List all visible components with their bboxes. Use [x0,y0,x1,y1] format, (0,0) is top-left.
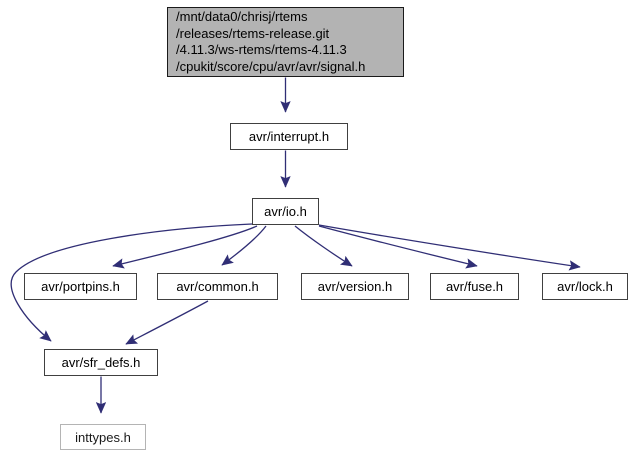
node-io[interactable]: avr/io.h [252,198,319,225]
node-label-interrupt: avr/interrupt.h [248,129,330,144]
edge-io-to-sfr_defs [10,223,253,342]
edge-io-to-common [221,225,267,266]
node-label-inttypes: inttypes.h [75,429,131,445]
node-fuse[interactable]: avr/fuse.h [430,273,519,300]
node-label-common: avr/common.h [176,279,259,294]
node-inttypes[interactable]: inttypes.h [60,424,146,450]
node-label-signal: /mnt/data0/chrisj/rtems /releases/rtems-… [176,9,366,74]
edge-io-to-lock [318,224,581,271]
edge-io-to-version [294,225,353,267]
node-common[interactable]: avr/common.h [157,273,278,300]
node-lock[interactable]: avr/lock.h [542,273,628,300]
edge-io-to-fuse [318,225,478,269]
node-version[interactable]: avr/version.h [301,273,409,300]
node-interrupt[interactable]: avr/interrupt.h [230,123,348,150]
node-label-io: avr/io.h [264,204,307,219]
node-label-fuse: avr/fuse.h [445,279,504,294]
node-portpins[interactable]: avr/portpins.h [24,273,137,300]
edge-io-to-portpins [112,225,258,269]
node-sfr_defs[interactable]: avr/sfr_defs.h [44,349,158,376]
node-signal[interactable]: /mnt/data0/chrisj/rtems /releases/rtems-… [167,7,404,77]
node-label-lock: avr/lock.h [557,279,613,294]
node-label-sfr_defs: avr/sfr_defs.h [61,355,141,370]
node-label-version: avr/version.h [317,279,393,294]
node-label-portpins: avr/portpins.h [41,279,120,294]
edge-common-to-sfr_defs [125,300,209,345]
